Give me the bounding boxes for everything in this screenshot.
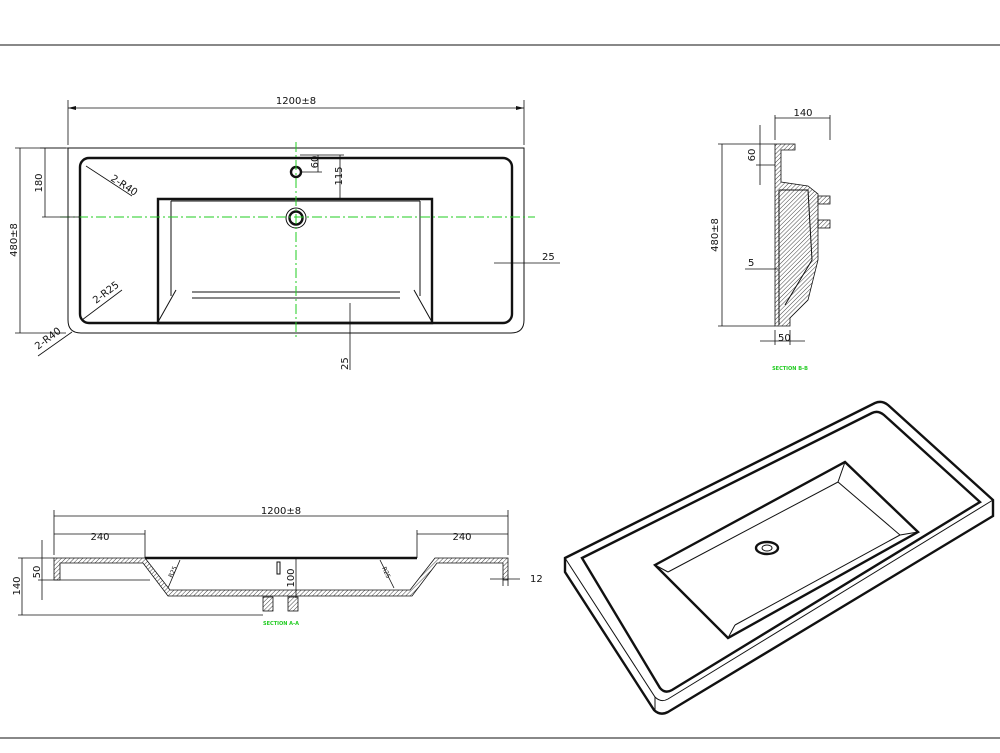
front-left-240: 240 — [90, 532, 109, 543]
iso-basin — [653, 460, 921, 640]
side-dim-5: 5 — [748, 258, 754, 269]
side-dim-480: 480±8 — [710, 218, 721, 252]
basin-inner-lines — [157, 200, 433, 323]
top-depth-dim: 480±8 — [9, 223, 20, 257]
iso-drain — [754, 540, 780, 556]
side-dim-140: 140 — [793, 108, 812, 119]
front-dim-12: 12 — [530, 574, 543, 585]
side-dim-50: 50 — [778, 333, 791, 344]
front-dim-50: 50 — [32, 566, 43, 579]
radius-r40-top: 2-R40 — [108, 173, 139, 198]
top-width-dim: 1200±8 — [276, 96, 316, 107]
top-view: 1200±8 480±8 180 60 115 2-R40 2-R25 2-R4… — [9, 96, 560, 370]
front-dim-100: 100 — [286, 568, 297, 587]
front-section-body — [53, 557, 509, 597]
front-dim-140: 140 — [12, 576, 23, 595]
front-section: 1200±8 240 240 50 140 100 12 R25 R25 SEC… — [12, 506, 543, 627]
side-section: 140 60 480±8 5 50 SECTION B-B — [710, 108, 831, 372]
dim-25-bottom: 25 — [340, 357, 351, 370]
front-radius-left: R25 — [167, 565, 178, 579]
front-radius-right: R25 — [380, 566, 391, 580]
front-right-240: 240 — [452, 532, 471, 543]
section-b-label: SECTION B-B — [772, 366, 808, 372]
isometric-view — [563, 400, 995, 715]
radius-r25: 2-R25 — [91, 280, 121, 307]
side-section-body — [774, 143, 819, 327]
dim-180: 180 — [34, 173, 45, 192]
basin-outline — [156, 197, 434, 325]
dim-60: 60 — [310, 156, 321, 169]
front-width-dim: 1200±8 — [261, 506, 301, 517]
drain-inner — [288, 210, 304, 226]
top-outer-outline — [67, 147, 525, 334]
section-a-label: SECTION A-A — [263, 621, 299, 627]
dim-25-right: 25 — [542, 252, 555, 263]
side-dim-60: 60 — [747, 149, 758, 162]
iso-inner-rim — [580, 410, 982, 693]
dim-115: 115 — [334, 166, 345, 185]
iso-outer — [563, 400, 995, 715]
